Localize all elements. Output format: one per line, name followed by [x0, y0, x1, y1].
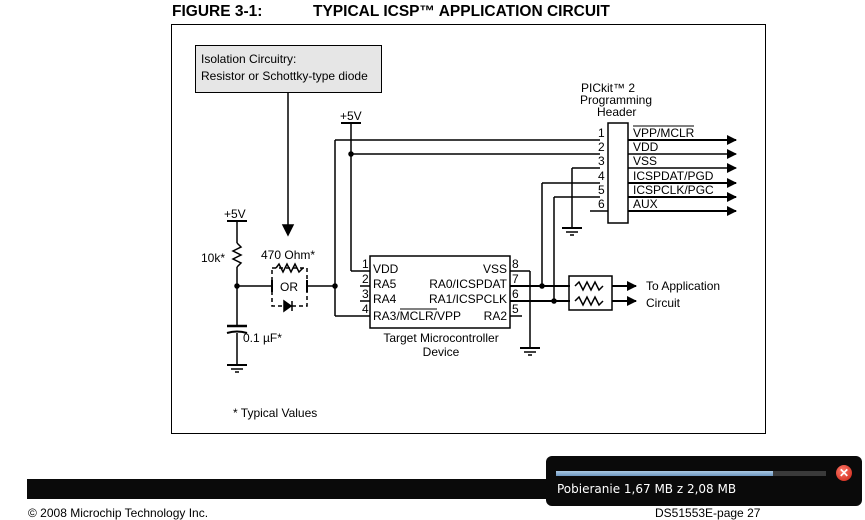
- application-resistor-box: [568, 275, 613, 311]
- isolation-line2: Resistor or Schottky-type diode: [201, 69, 368, 83]
- typical-values-note: * Typical Values: [233, 406, 317, 420]
- top-5v-label: +5V: [340, 109, 362, 123]
- mcu-pin-num: 5: [512, 302, 519, 316]
- mcu-pin-num: 4: [362, 302, 369, 316]
- isolation-resistor-symbol: [275, 262, 304, 274]
- isolation-line1: Isolation Circuitry:: [201, 52, 297, 66]
- header-pin-num: 6: [598, 197, 605, 211]
- isolation-circuitry-box: Isolation Circuitry: Resistor or Schottk…: [195, 45, 382, 93]
- mcu-pin-num: 6: [512, 287, 519, 301]
- mcu-pin-name: RA4: [373, 292, 397, 306]
- mcu-pin-name: VSS: [483, 262, 507, 276]
- download-status: Pobieranie 1,67 MB z 2,08 MB: [557, 482, 737, 496]
- header-title-1: PICkit™ 2: [581, 81, 635, 95]
- mcu-pin-name: RA3/MCLR/VPP: [373, 309, 461, 323]
- capacitor-label: 0.1 µF*: [243, 331, 282, 345]
- mcu-pin-name: RA5: [373, 277, 397, 291]
- figure-title: TYPICAL ICSP™ APPLICATION CIRCUIT: [313, 3, 610, 20]
- header-pin-num: 5: [598, 183, 605, 197]
- mcu-pin-name: RA0/ICSPDAT: [429, 277, 507, 291]
- schottky-diode-symbol: [283, 299, 293, 313]
- mcu-pin-name: RA1/ICSPCLK: [429, 292, 507, 306]
- download-progress-fill: [556, 471, 773, 476]
- mcu-pin-num: 7: [512, 272, 519, 286]
- header-pin-num: 3: [598, 154, 605, 168]
- header-title-2: Programming: [580, 93, 652, 107]
- footer-bar: [27, 479, 567, 499]
- pullup-resistor: [231, 242, 243, 268]
- pickit-header-body: [607, 122, 629, 224]
- header-pin-num: 1: [598, 126, 605, 140]
- header-pin-name: VDD: [633, 140, 659, 154]
- mcu-caption-2: Device: [423, 345, 460, 359]
- mcu-pin-num: 2: [362, 272, 369, 286]
- or-label: OR: [280, 280, 298, 294]
- header-pin-name: ICSPDAT/PGD: [633, 169, 714, 183]
- mcu-body: [369, 255, 511, 329]
- mcu-pin-num: 1: [362, 257, 369, 271]
- download-popup: Pobieranie 1,67 MB z 2,08 MB ✕: [546, 456, 862, 506]
- mcu-caption-1: Target Microcontroller: [383, 331, 498, 345]
- mcu-pin-name: VDD: [373, 262, 399, 276]
- application-label-2: Circuit: [646, 296, 681, 310]
- left-5v-label: +5V: [224, 207, 246, 221]
- header-pin-num: 4: [598, 169, 605, 183]
- close-icon[interactable]: ✕: [836, 465, 852, 481]
- mcu-pin-num: 3: [362, 287, 369, 301]
- application-label-1: To Application: [646, 279, 720, 293]
- header-pin-name: VPP/MCLR: [633, 126, 695, 140]
- header-title-3: Header: [597, 105, 636, 119]
- copyright: © 2008 Microchip Technology Inc.: [28, 506, 209, 520]
- capacitor-plate-bottom: [226, 330, 248, 334]
- isolation-pointer-arrow: [281, 224, 295, 237]
- mcu-pin-num: 8: [512, 257, 519, 271]
- app-resistor-2: [574, 295, 604, 307]
- isolation-resistor-label: 470 Ohm*: [261, 248, 315, 262]
- header-pin-name: VSS: [633, 154, 657, 168]
- page-number: DS51553E-page 27: [655, 506, 761, 520]
- pullup-resistor-label: 10k*: [201, 251, 225, 265]
- mcu-pin-name: RA2: [484, 309, 508, 323]
- header-pin-name: ICSPCLK/PGC: [633, 183, 714, 197]
- app-resistor-1: [574, 280, 604, 292]
- header-pin-name: AUX: [633, 197, 658, 211]
- download-progress-bar: [556, 471, 826, 476]
- figure-label: FIGURE 3-1:: [172, 3, 263, 20]
- header-pin-num: 2: [598, 140, 605, 154]
- figure-frame: [171, 24, 766, 434]
